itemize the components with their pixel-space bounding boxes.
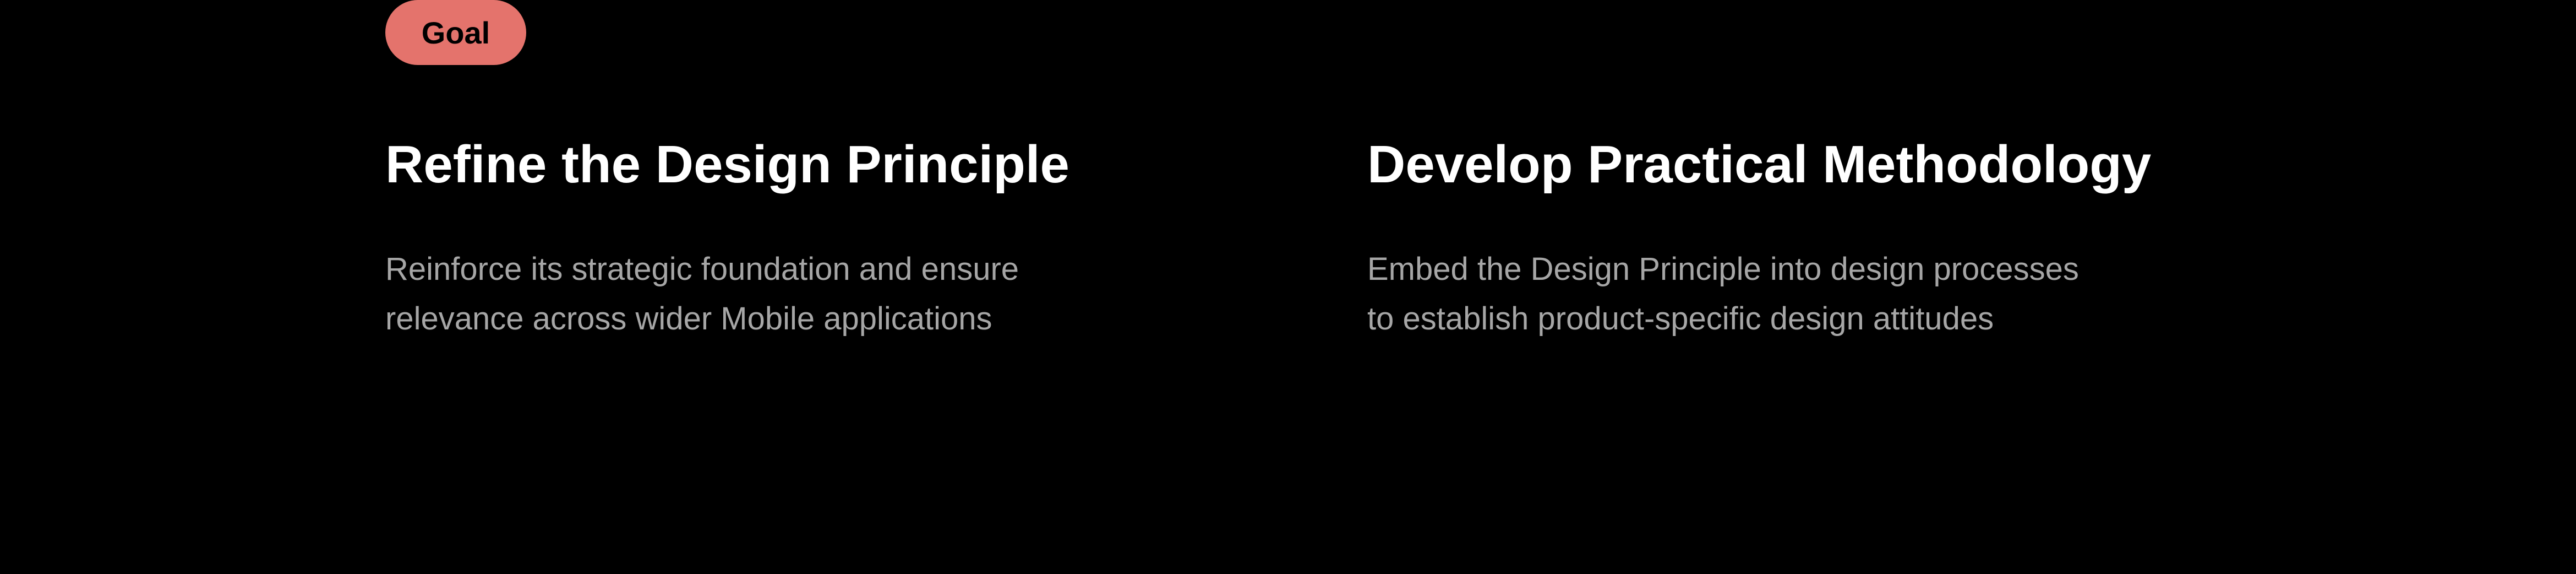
goal-description-line: Embed the Design Principle into design p…	[1367, 251, 2079, 287]
goal-description-line: Reinforce its strategic foundation and e…	[385, 251, 1019, 287]
goal-title: Refine the Design Principle	[385, 135, 1069, 194]
goal-description-line: to establish product-specific design att…	[1367, 301, 1994, 337]
goal-badge-label: Goal	[421, 15, 490, 50]
goal-description: Embed the Design Principle into design p…	[1367, 245, 2248, 344]
goal-refine-design-principle: Refine the Design Principle Reinforce it…	[385, 130, 1211, 344]
goal-develop-practical-methodology: Develop Practical Methodology Embed the …	[1367, 130, 2248, 344]
goal-description: Reinforce its strategic foundation and e…	[385, 245, 1211, 344]
goal-badge: Goal	[385, 0, 526, 65]
goal-title: Develop Practical Methodology	[1367, 135, 2152, 194]
goal-description-line: relevance across wider Mobile applicatio…	[385, 301, 992, 337]
